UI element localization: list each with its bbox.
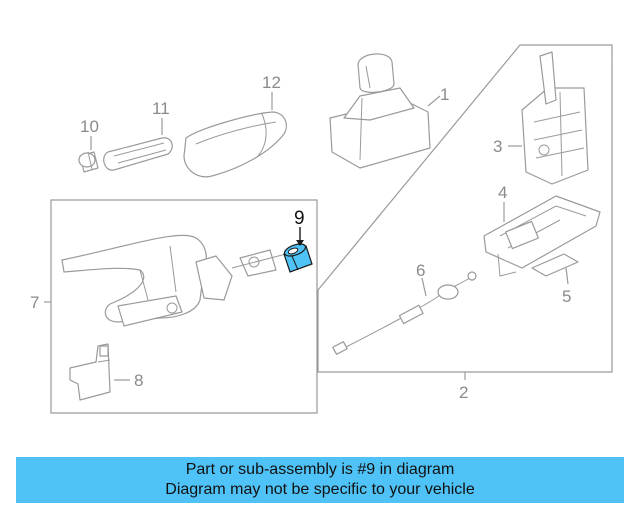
caption-line-disclaimer: Diagram may not be specific to your vehi… bbox=[165, 481, 475, 498]
part-4-shifter-base bbox=[483, 195, 601, 277]
parts-diagram: 2 7 10 11 12 1 bbox=[30, 44, 613, 414]
callout-3: 3 bbox=[493, 137, 502, 156]
part-9-bushing-highlighted[interactable] bbox=[283, 242, 313, 273]
part-8-bracket bbox=[69, 343, 111, 401]
callout-4: 4 bbox=[498, 183, 507, 202]
callout-10: 10 bbox=[80, 117, 99, 136]
callout-1: 1 bbox=[440, 85, 449, 104]
callout-8: 8 bbox=[134, 371, 143, 390]
callout-9-arrowhead bbox=[296, 240, 304, 246]
callout-7: 7 bbox=[30, 293, 39, 312]
caption-line-part: Part or sub-assembly is #9 in diagram bbox=[185, 461, 455, 478]
info-caption-banner: Part or sub-assembly is #9 in diagram Di… bbox=[16, 457, 624, 503]
part-6-shift-cable bbox=[332, 271, 477, 355]
part-10-cap bbox=[78, 151, 99, 173]
callout-9: 9 bbox=[294, 208, 305, 229]
part-3-shifter-mechanism bbox=[521, 51, 589, 185]
callout-6: 6 bbox=[416, 261, 425, 280]
callout-5: 5 bbox=[562, 287, 571, 306]
part-5-gasket bbox=[531, 253, 579, 277]
assembly-outline-7 bbox=[50, 199, 318, 414]
part-12-boot bbox=[183, 111, 287, 178]
part-parking-brake-lever bbox=[61, 234, 287, 327]
callout-12: 12 bbox=[262, 73, 281, 92]
callout-11: 11 bbox=[152, 99, 170, 118]
callout-2: 2 bbox=[459, 383, 468, 402]
part-11-grip bbox=[103, 137, 173, 171]
part-1-shift-knob bbox=[329, 53, 431, 169]
